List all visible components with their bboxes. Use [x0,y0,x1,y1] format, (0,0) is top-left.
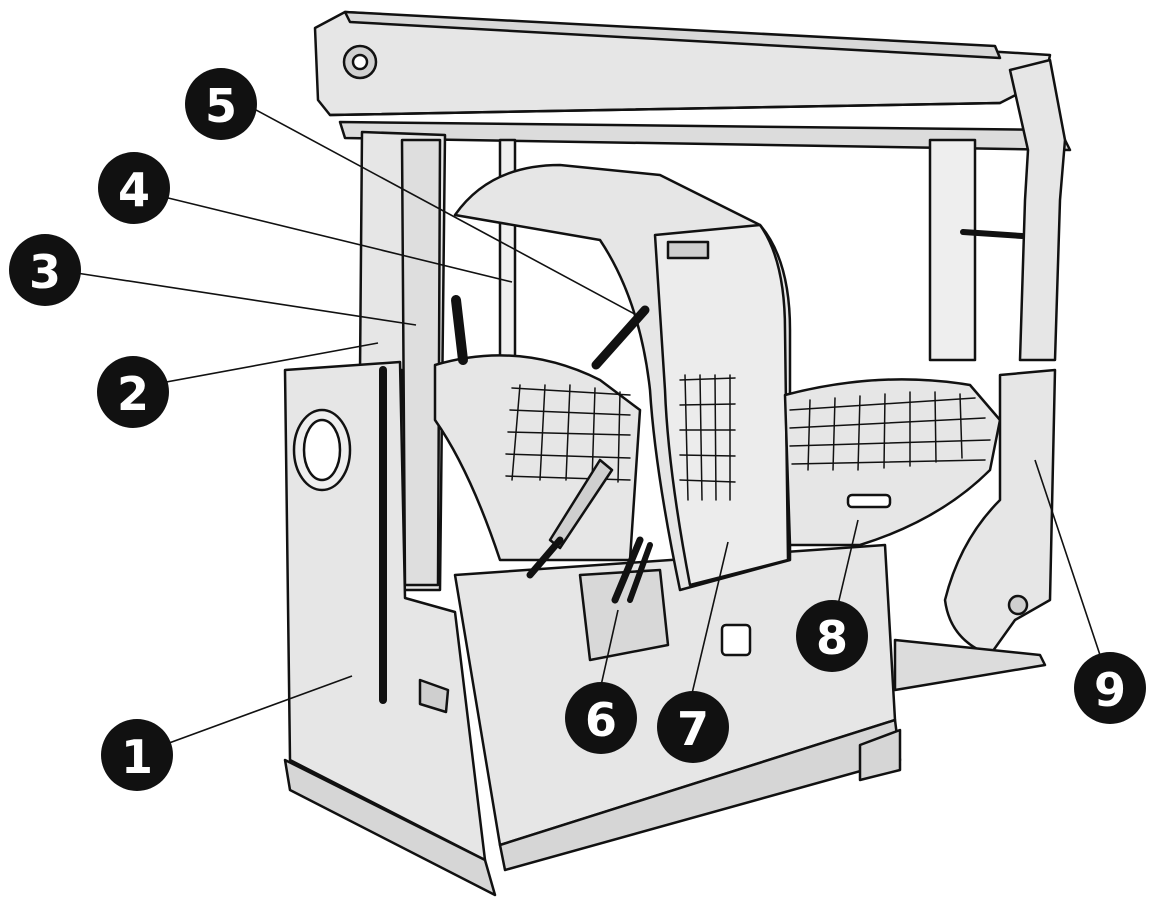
svg-text:4: 4 [118,163,150,217]
right-frame-post [928,58,1067,362]
base-housing [283,360,497,897]
svg-text:1: 1 [121,730,153,784]
leader-line-3 [69,271,417,326]
svg-text:3: 3 [29,245,61,299]
log-lift-arm [893,368,1057,692]
leader-line-1 [149,675,353,751]
callout-6: 6 [565,682,637,754]
leader-line-6 [599,609,619,691]
callout-3: 3 [9,234,81,306]
overhead-beam [313,10,1072,152]
right-conveyor-cage [783,378,1002,547]
callout-5: 5 [185,68,257,140]
left-cage [433,354,642,562]
svg-text:8: 8 [816,611,848,665]
leader-lines [69,103,1101,751]
callout-4: 4 [98,152,170,224]
callout-8: 8 [796,600,868,672]
callout-9: 9 [1074,652,1146,724]
leader-line-4 [159,195,513,283]
splitter-housing [451,163,792,592]
leader-line-9 [1034,459,1101,656]
leader-line-2 [149,342,379,386]
svg-text:2: 2 [117,367,149,421]
front-panel [453,543,902,872]
callout-7: 7 [657,691,729,763]
callout-2: 2 [97,356,169,428]
callout-1: 1 [101,719,173,791]
leader-line-5 [244,103,643,319]
svg-text:5: 5 [205,79,237,133]
control-levers [526,536,670,662]
svg-text:6: 6 [585,693,617,747]
svg-text:7: 7 [677,702,709,756]
leader-line-7 [689,541,729,703]
svg-text:9: 9 [1094,663,1126,717]
